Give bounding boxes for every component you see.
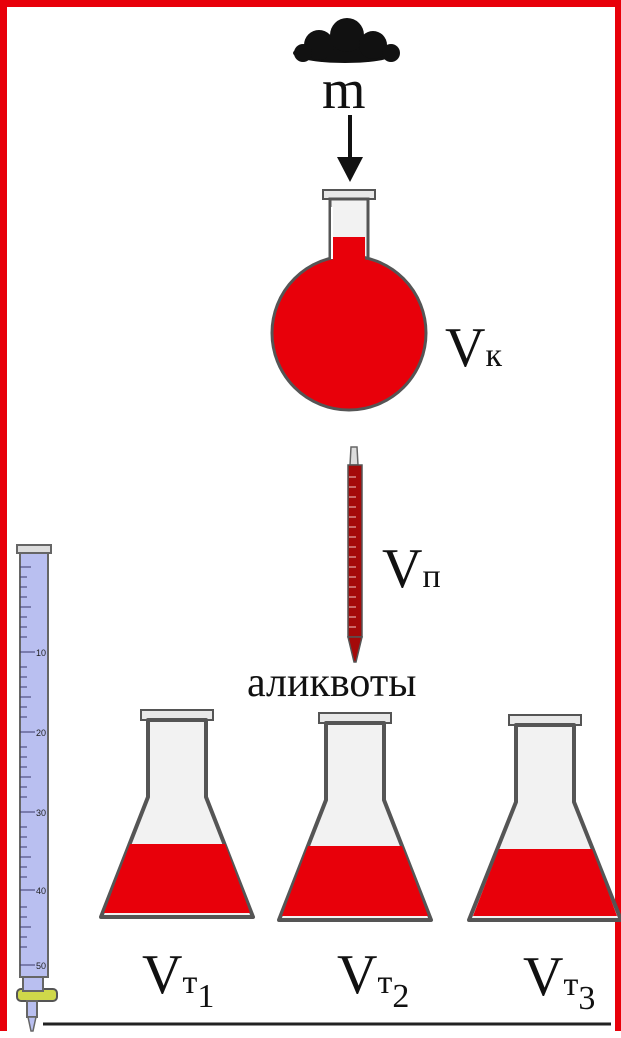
pipette <box>347 446 363 663</box>
burette-tick-label: 50 <box>36 961 46 971</box>
burette <box>16 544 58 1032</box>
aliquots-label: аликвоты <box>247 660 417 706</box>
burette-tick-label: 20 <box>36 728 46 738</box>
burette-tick-label: 30 <box>36 808 46 818</box>
titration-flask-2 <box>277 712 433 922</box>
titration-volume-label-1: Vт1 <box>142 944 215 1015</box>
diagram-artwork: 10 20 30 40 50 <box>16 18 621 1032</box>
mass-label: m <box>322 59 366 121</box>
arrow-down-icon <box>337 115 363 182</box>
burette-scale: 10 20 30 40 50 <box>36 648 46 971</box>
titration-volume-label-3: Vт3 <box>523 946 596 1017</box>
burette-tick-label: 10 <box>36 648 46 658</box>
flask-volume-label: Vк <box>445 317 502 379</box>
titration-flask-1 <box>99 709 255 919</box>
burette-tick-label: 40 <box>36 886 46 896</box>
titration-flask-3 <box>467 714 621 922</box>
titration-volume-label-2: Vт2 <box>337 944 410 1015</box>
sample-powder-icon <box>293 18 400 63</box>
volumetric-flask <box>270 189 428 412</box>
pipette-volume-label: Vп <box>382 538 441 600</box>
